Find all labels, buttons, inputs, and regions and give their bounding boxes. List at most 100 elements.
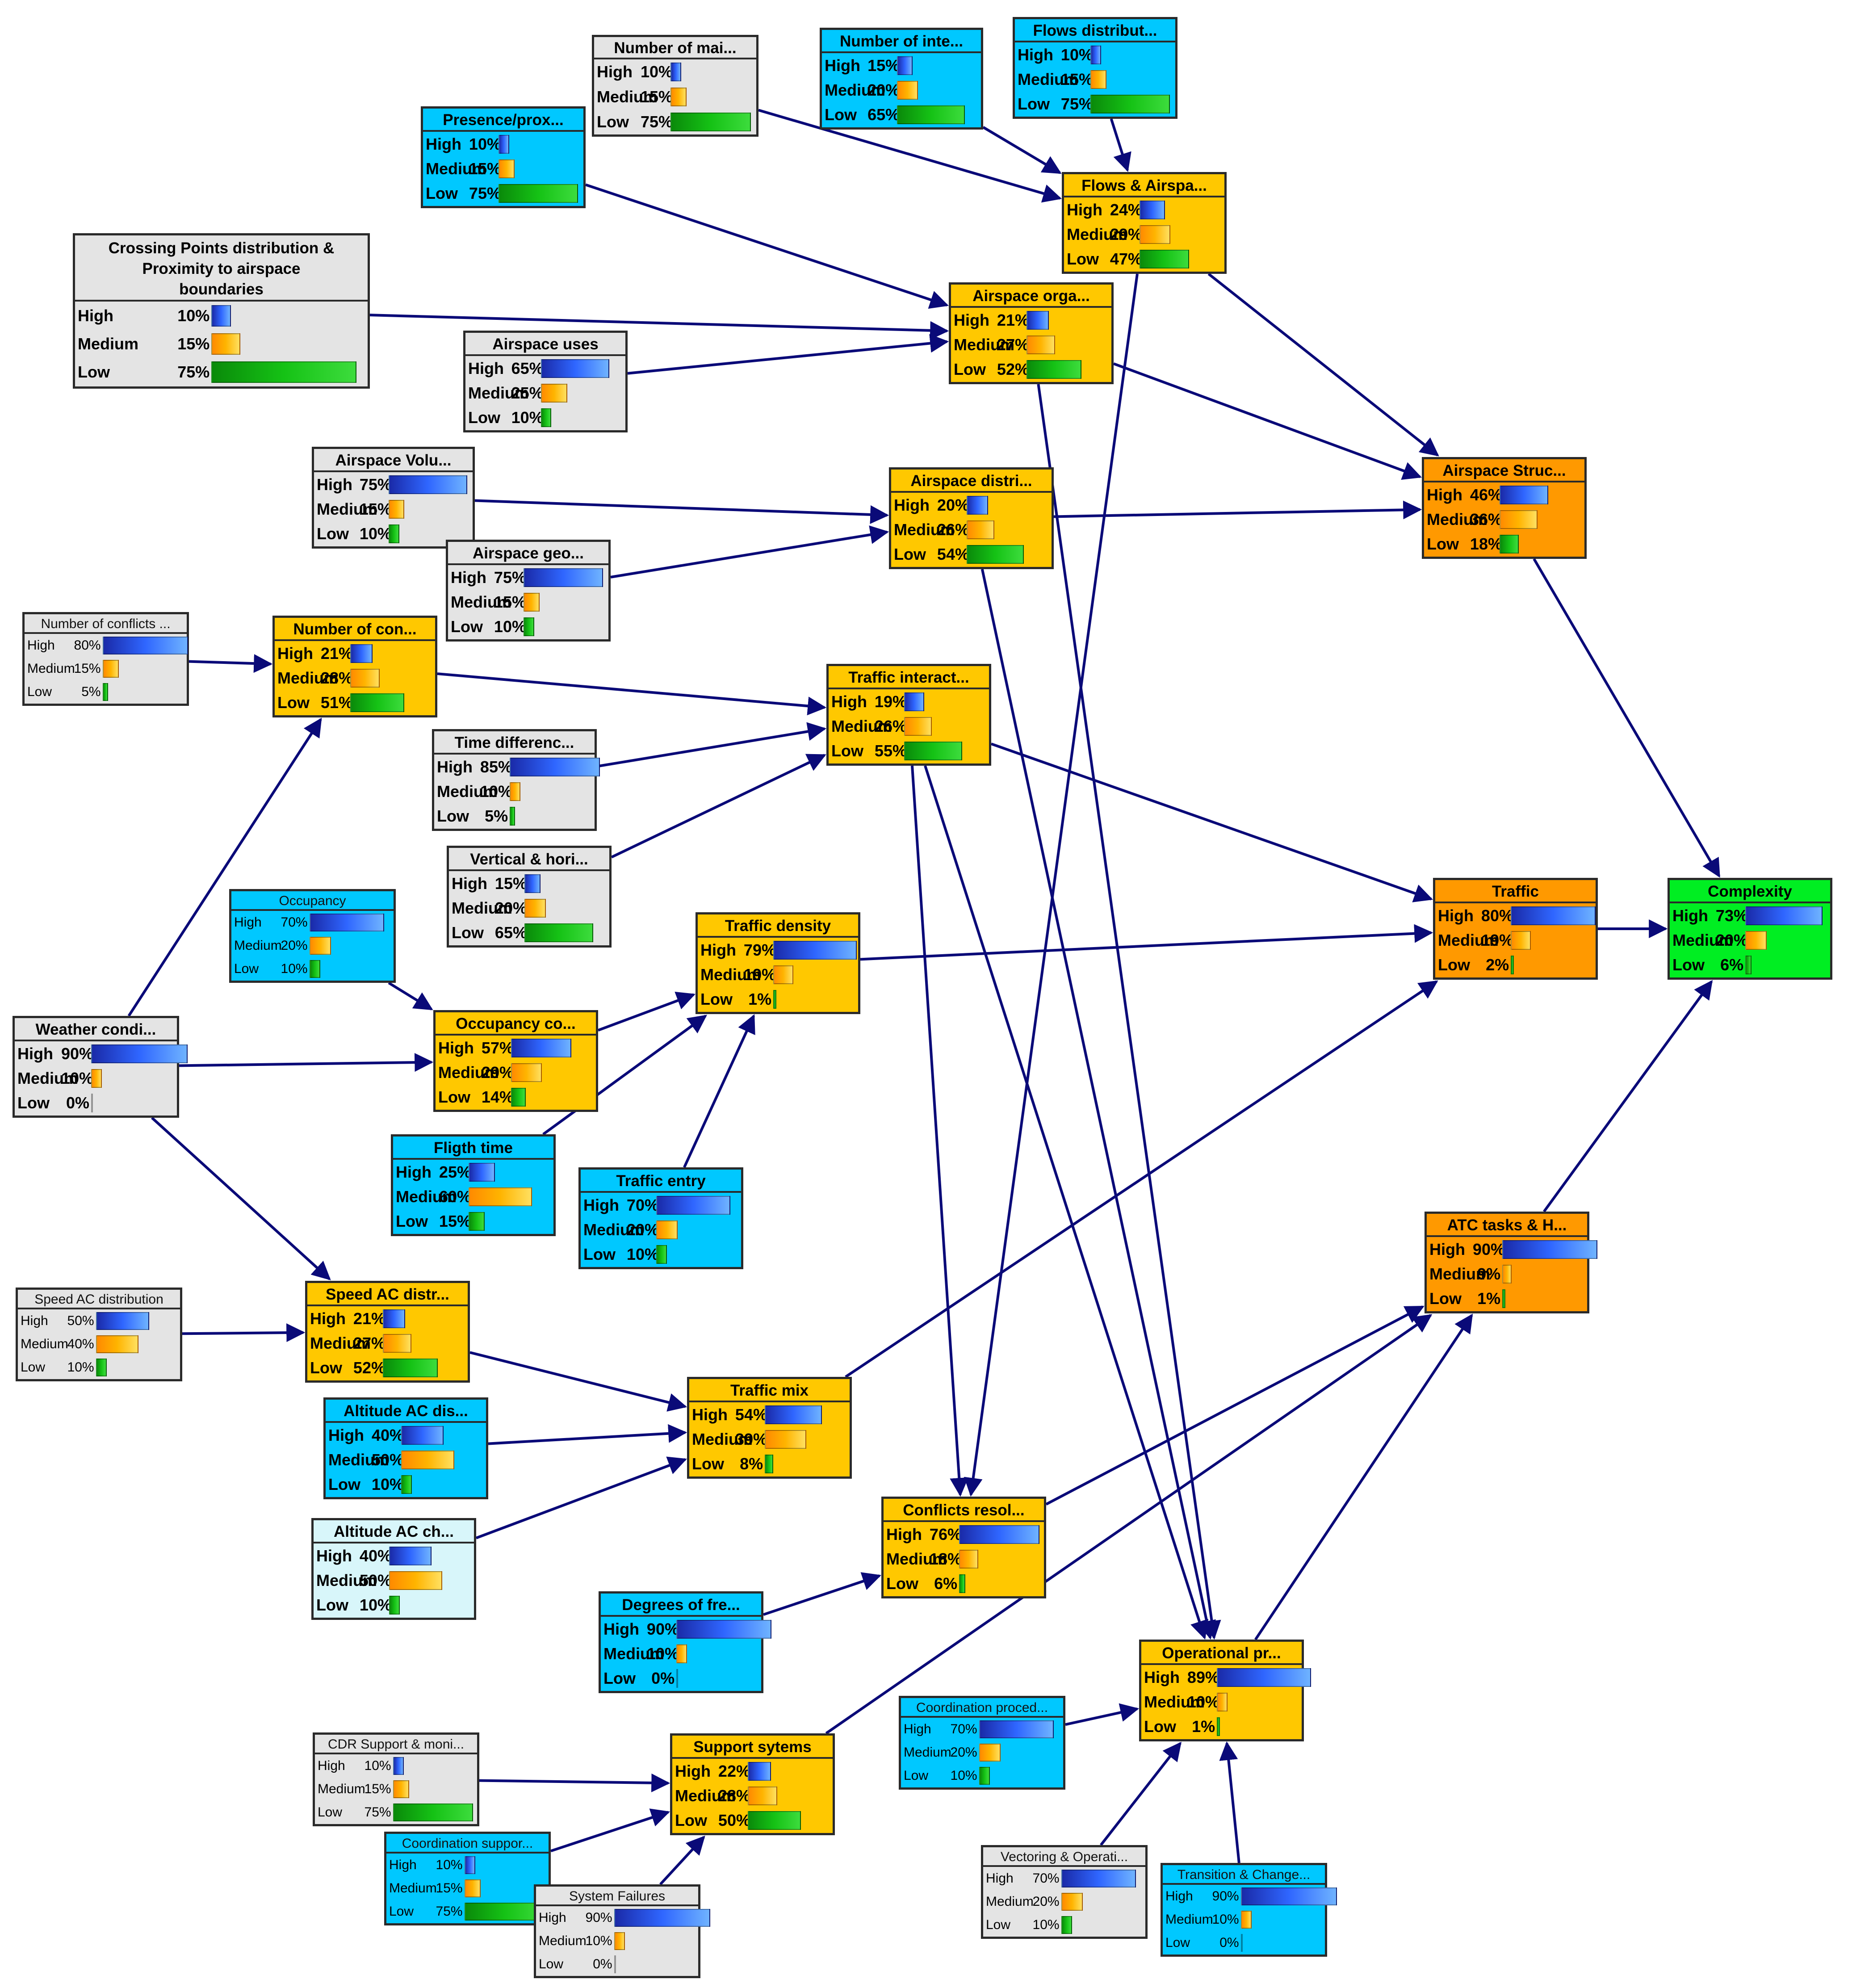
- node-cdr-support[interactable]: CDR Support & moni...High10%Medium15%Low…: [313, 1732, 479, 1826]
- state-row-high[interactable]: High54%: [689, 1402, 850, 1427]
- node-time-diff[interactable]: Time differenc...High85%Medium10%Low5%: [432, 729, 600, 831]
- state-row-high[interactable]: High21%: [951, 308, 1111, 332]
- node-transition[interactable]: Transition & Change...High90%Medium10%Lo…: [1161, 1863, 1337, 1957]
- state-row-high[interactable]: High70%: [901, 1718, 1063, 1741]
- node-presence[interactable]: Presence/prox...High10%Medium15%Low75%: [421, 106, 586, 208]
- state-row-low[interactable]: Low2%: [1435, 953, 1596, 977]
- state-row-medium[interactable]: Medium27%: [307, 1331, 468, 1355]
- node-vectoring[interactable]: Vectoring & Operati...High70%Medium20%Lo…: [981, 1845, 1148, 1939]
- state-row-medium[interactable]: Medium15%: [594, 84, 756, 109]
- state-row-medium[interactable]: Medium29%: [1064, 222, 1224, 247]
- state-row-medium[interactable]: Medium26%: [891, 517, 1052, 542]
- node-altitude-ch[interactable]: Altitude AC ch...High40%Medium50%Low10%: [311, 1518, 476, 1620]
- state-row-low[interactable]: Low10%: [465, 406, 625, 430]
- state-row-medium[interactable]: Medium20%: [449, 896, 609, 920]
- state-row-medium[interactable]: Medium29%: [436, 1060, 596, 1085]
- node-airspace-struc[interactable]: Airspace Struc...High46%Medium36%Low18%: [1422, 457, 1587, 559]
- state-row-medium[interactable]: Medium20%: [231, 934, 394, 957]
- state-row-low[interactable]: Low47%: [1064, 247, 1224, 272]
- state-row-low[interactable]: Low51%: [275, 691, 435, 715]
- state-row-medium[interactable]: Medium15%: [1015, 67, 1175, 92]
- state-row-medium[interactable]: Medium15%: [315, 1778, 477, 1801]
- state-row-low[interactable]: Low0%: [15, 1091, 177, 1116]
- state-row-low[interactable]: Low1%: [698, 987, 858, 1012]
- state-row-medium[interactable]: Medium20%: [581, 1217, 741, 1242]
- state-row-high[interactable]: High75%: [314, 472, 473, 497]
- state-row-low[interactable]: Low1%: [1427, 1287, 1587, 1311]
- node-complexity[interactable]: ComplexityHigh73%Medium20%Low6%: [1668, 878, 1832, 980]
- node-num-mai[interactable]: Number of mai...High10%Medium15%Low75%: [592, 35, 758, 137]
- state-row-high[interactable]: High46%: [1424, 482, 1584, 507]
- state-row-low[interactable]: Low50%: [672, 1808, 833, 1833]
- state-row-high[interactable]: High70%: [231, 911, 394, 934]
- node-airspace-geo[interactable]: Airspace geo...High75%Medium15%Low10%: [446, 540, 611, 642]
- node-num-con[interactable]: Number of con...High21%Medium28%Low51%: [272, 616, 437, 717]
- state-row-low[interactable]: Low6%: [884, 1572, 1044, 1596]
- state-row-low[interactable]: Low5%: [434, 804, 595, 829]
- state-row-high[interactable]: High10%: [1015, 42, 1175, 67]
- state-row-low[interactable]: Low15%: [393, 1209, 553, 1234]
- node-traffic[interactable]: TrafficHigh80%Medium19%Low2%: [1433, 878, 1598, 980]
- state-row-high[interactable]: High40%: [326, 1423, 486, 1447]
- state-row-medium[interactable]: Medium25%: [465, 381, 625, 405]
- state-row-low[interactable]: Low14%: [436, 1085, 596, 1110]
- state-row-low[interactable]: Low10%: [581, 1242, 741, 1267]
- state-row-medium[interactable]: Medium10%: [601, 1641, 761, 1666]
- node-num-conflicts[interactable]: Number of conflicts ...High80%Medium15%L…: [22, 612, 189, 706]
- state-row-low[interactable]: Low10%: [901, 1764, 1063, 1787]
- state-row-high[interactable]: High70%: [581, 1193, 741, 1217]
- state-row-high[interactable]: High90%: [1163, 1885, 1337, 1908]
- state-row-low[interactable]: Low10%: [314, 1593, 474, 1618]
- node-flows-airspa[interactable]: Flows & Airspa...High24%Medium29%Low47%: [1062, 172, 1227, 274]
- state-row-high[interactable]: High85%: [434, 755, 600, 779]
- state-row-low[interactable]: Low0%: [601, 1666, 761, 1691]
- state-row-low[interactable]: Low0%: [536, 1953, 698, 1976]
- state-row-medium[interactable]: Medium15%: [75, 330, 368, 358]
- state-row-medium[interactable]: Medium26%: [829, 714, 989, 738]
- node-weather[interactable]: Weather condi...High90%Medium10%Low0%: [13, 1016, 188, 1118]
- state-row-low[interactable]: Low1%: [1141, 1715, 1302, 1739]
- state-row-high[interactable]: High90%: [601, 1617, 772, 1641]
- state-row-low[interactable]: Low10%: [983, 1913, 1145, 1937]
- state-row-high[interactable]: High65%: [465, 356, 625, 381]
- state-row-medium[interactable]: Medium10%: [434, 779, 595, 804]
- state-row-low[interactable]: Low75%: [1015, 92, 1175, 117]
- node-flows-dist[interactable]: Flows distribut...High10%Medium15%Low75%: [1013, 17, 1177, 119]
- node-speed-dist[interactable]: Speed AC distributionHigh50%Medium40%Low…: [16, 1288, 182, 1381]
- state-row-high[interactable]: High76%: [884, 1522, 1044, 1547]
- state-row-low[interactable]: Low55%: [829, 739, 989, 763]
- state-row-medium[interactable]: Medium20%: [822, 78, 981, 102]
- state-row-low[interactable]: Low10%: [18, 1356, 180, 1379]
- node-traffic-entry[interactable]: Traffic entryHigh70%Medium20%Low10%: [578, 1167, 743, 1269]
- state-row-high[interactable]: High15%: [449, 871, 609, 896]
- state-row-high[interactable]: High15%: [822, 53, 981, 78]
- state-row-high[interactable]: High21%: [275, 641, 435, 666]
- state-row-medium[interactable]: Medium36%: [1424, 507, 1584, 532]
- state-row-low[interactable]: Low0%: [1163, 1931, 1325, 1954]
- state-row-high[interactable]: High40%: [314, 1543, 474, 1568]
- state-row-medium[interactable]: Medium15%: [386, 1877, 549, 1900]
- node-altitude-dis[interactable]: Altitude AC dis...High40%Medium50%Low10%: [323, 1397, 488, 1499]
- state-row-low[interactable]: Low75%: [386, 1900, 549, 1923]
- state-row-low[interactable]: Low75%: [423, 181, 583, 206]
- state-row-medium[interactable]: Medium50%: [314, 1568, 474, 1593]
- state-row-medium[interactable]: Medium10%: [15, 1066, 177, 1090]
- node-speed-distr[interactable]: Speed AC distr...High21%Medium27%Low52%: [305, 1281, 470, 1383]
- state-row-low[interactable]: Low65%: [822, 103, 981, 127]
- state-row-low[interactable]: Low75%: [594, 109, 756, 134]
- node-traffic-interact[interactable]: Traffic interact...High19%Medium26%Low55…: [826, 664, 991, 766]
- node-vertical-hori[interactable]: Vertical & hori...High15%Medium20%Low65%: [447, 846, 612, 948]
- node-num-inte[interactable]: Number of inte...High15%Medium20%Low65%: [820, 28, 983, 130]
- node-airspace-orga[interactable]: Airspace orga...High21%Medium27%Low52%: [949, 282, 1114, 384]
- state-row-high[interactable]: High90%: [536, 1906, 711, 1929]
- node-degrees[interactable]: Degrees of fre...High90%Medium10%Low0%: [599, 1591, 772, 1693]
- state-row-high[interactable]: High19%: [829, 689, 989, 714]
- node-occupancy-co[interactable]: Occupancy co...High57%Medium29%Low14%: [433, 1010, 598, 1112]
- state-row-low[interactable]: Low5%: [25, 680, 187, 704]
- state-row-medium[interactable]: Medium28%: [672, 1783, 833, 1808]
- state-row-low[interactable]: Low6%: [1670, 953, 1830, 977]
- state-row-low[interactable]: Low52%: [951, 357, 1111, 382]
- state-row-medium[interactable]: Medium28%: [275, 666, 435, 690]
- state-row-high[interactable]: High80%: [25, 634, 189, 657]
- state-row-high[interactable]: High10%: [75, 302, 368, 330]
